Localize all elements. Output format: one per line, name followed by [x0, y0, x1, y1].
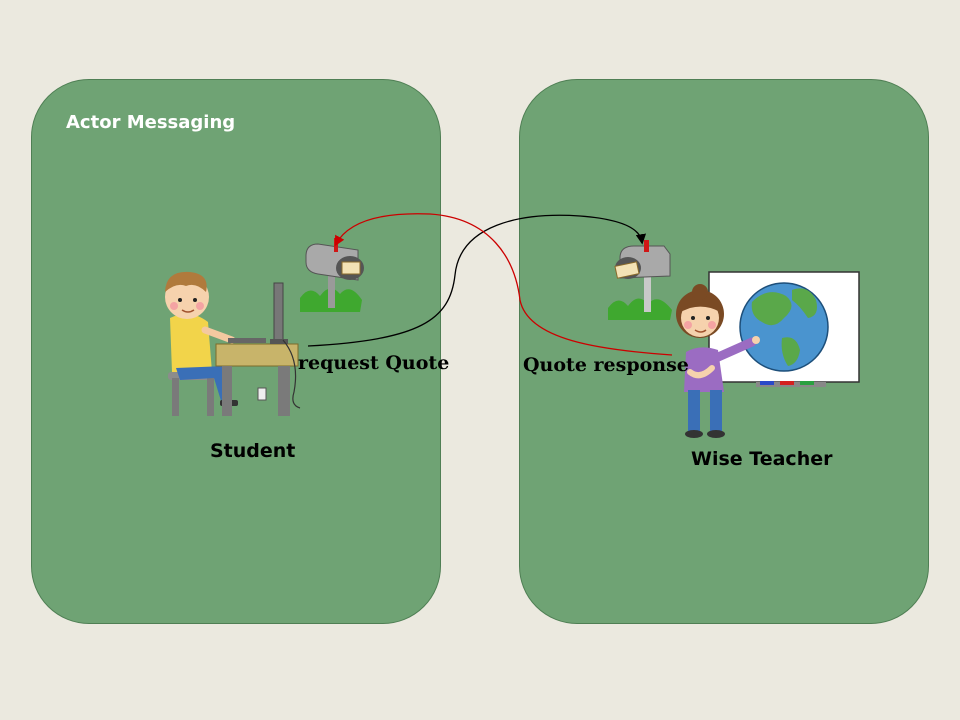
teacher-actor-label: Wise Teacher	[691, 448, 833, 470]
student-illustration	[165, 271, 301, 416]
page-title: Actor Messaging	[66, 112, 236, 133]
request-message-arrow	[307, 214, 647, 347]
teacher-illustration	[676, 284, 760, 438]
response-message-label: Quote response	[523, 354, 689, 376]
student-actor-label: Student	[210, 440, 296, 462]
whiteboard-globe-illustration	[708, 271, 860, 387]
response-message-arrow	[334, 213, 673, 356]
teacher-mailbox-icon	[608, 240, 672, 320]
student-mailbox-icon	[300, 238, 364, 312]
request-message-label: request Quote	[298, 352, 450, 374]
